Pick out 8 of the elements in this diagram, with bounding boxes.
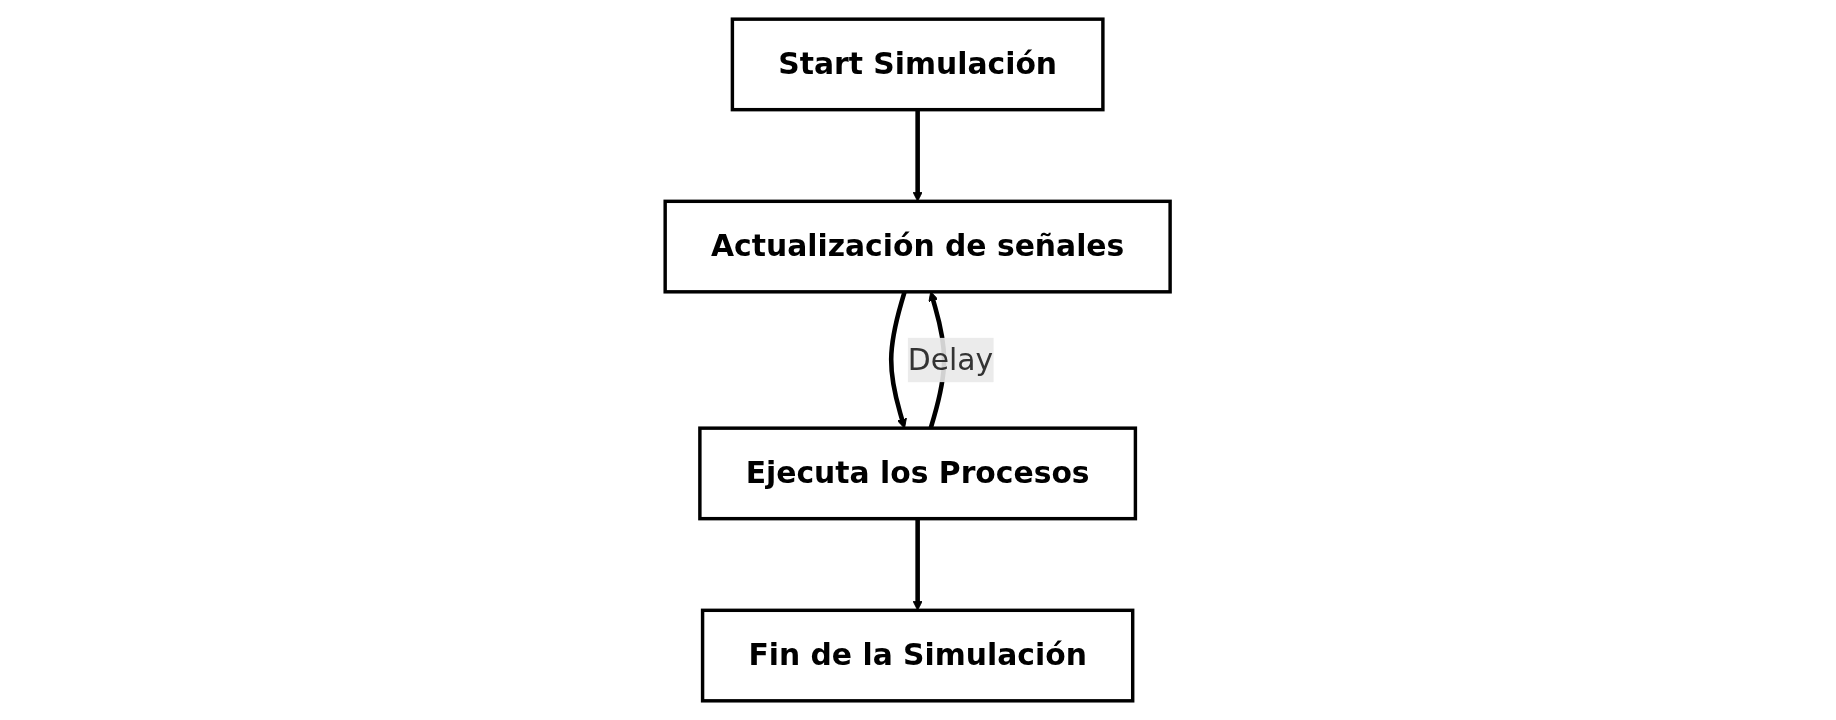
arrow — [889, 291, 908, 429]
node-box: Ejecuta los Procesos — [698, 426, 1138, 521]
arrow — [912, 109, 924, 202]
node-box: Start Simulación — [731, 17, 1105, 112]
node-box: Actualización de señales — [663, 199, 1173, 294]
node-box: Fin de la Simulación — [701, 608, 1135, 703]
arrow — [912, 518, 924, 611]
edge-label: Delay — [908, 342, 994, 377]
